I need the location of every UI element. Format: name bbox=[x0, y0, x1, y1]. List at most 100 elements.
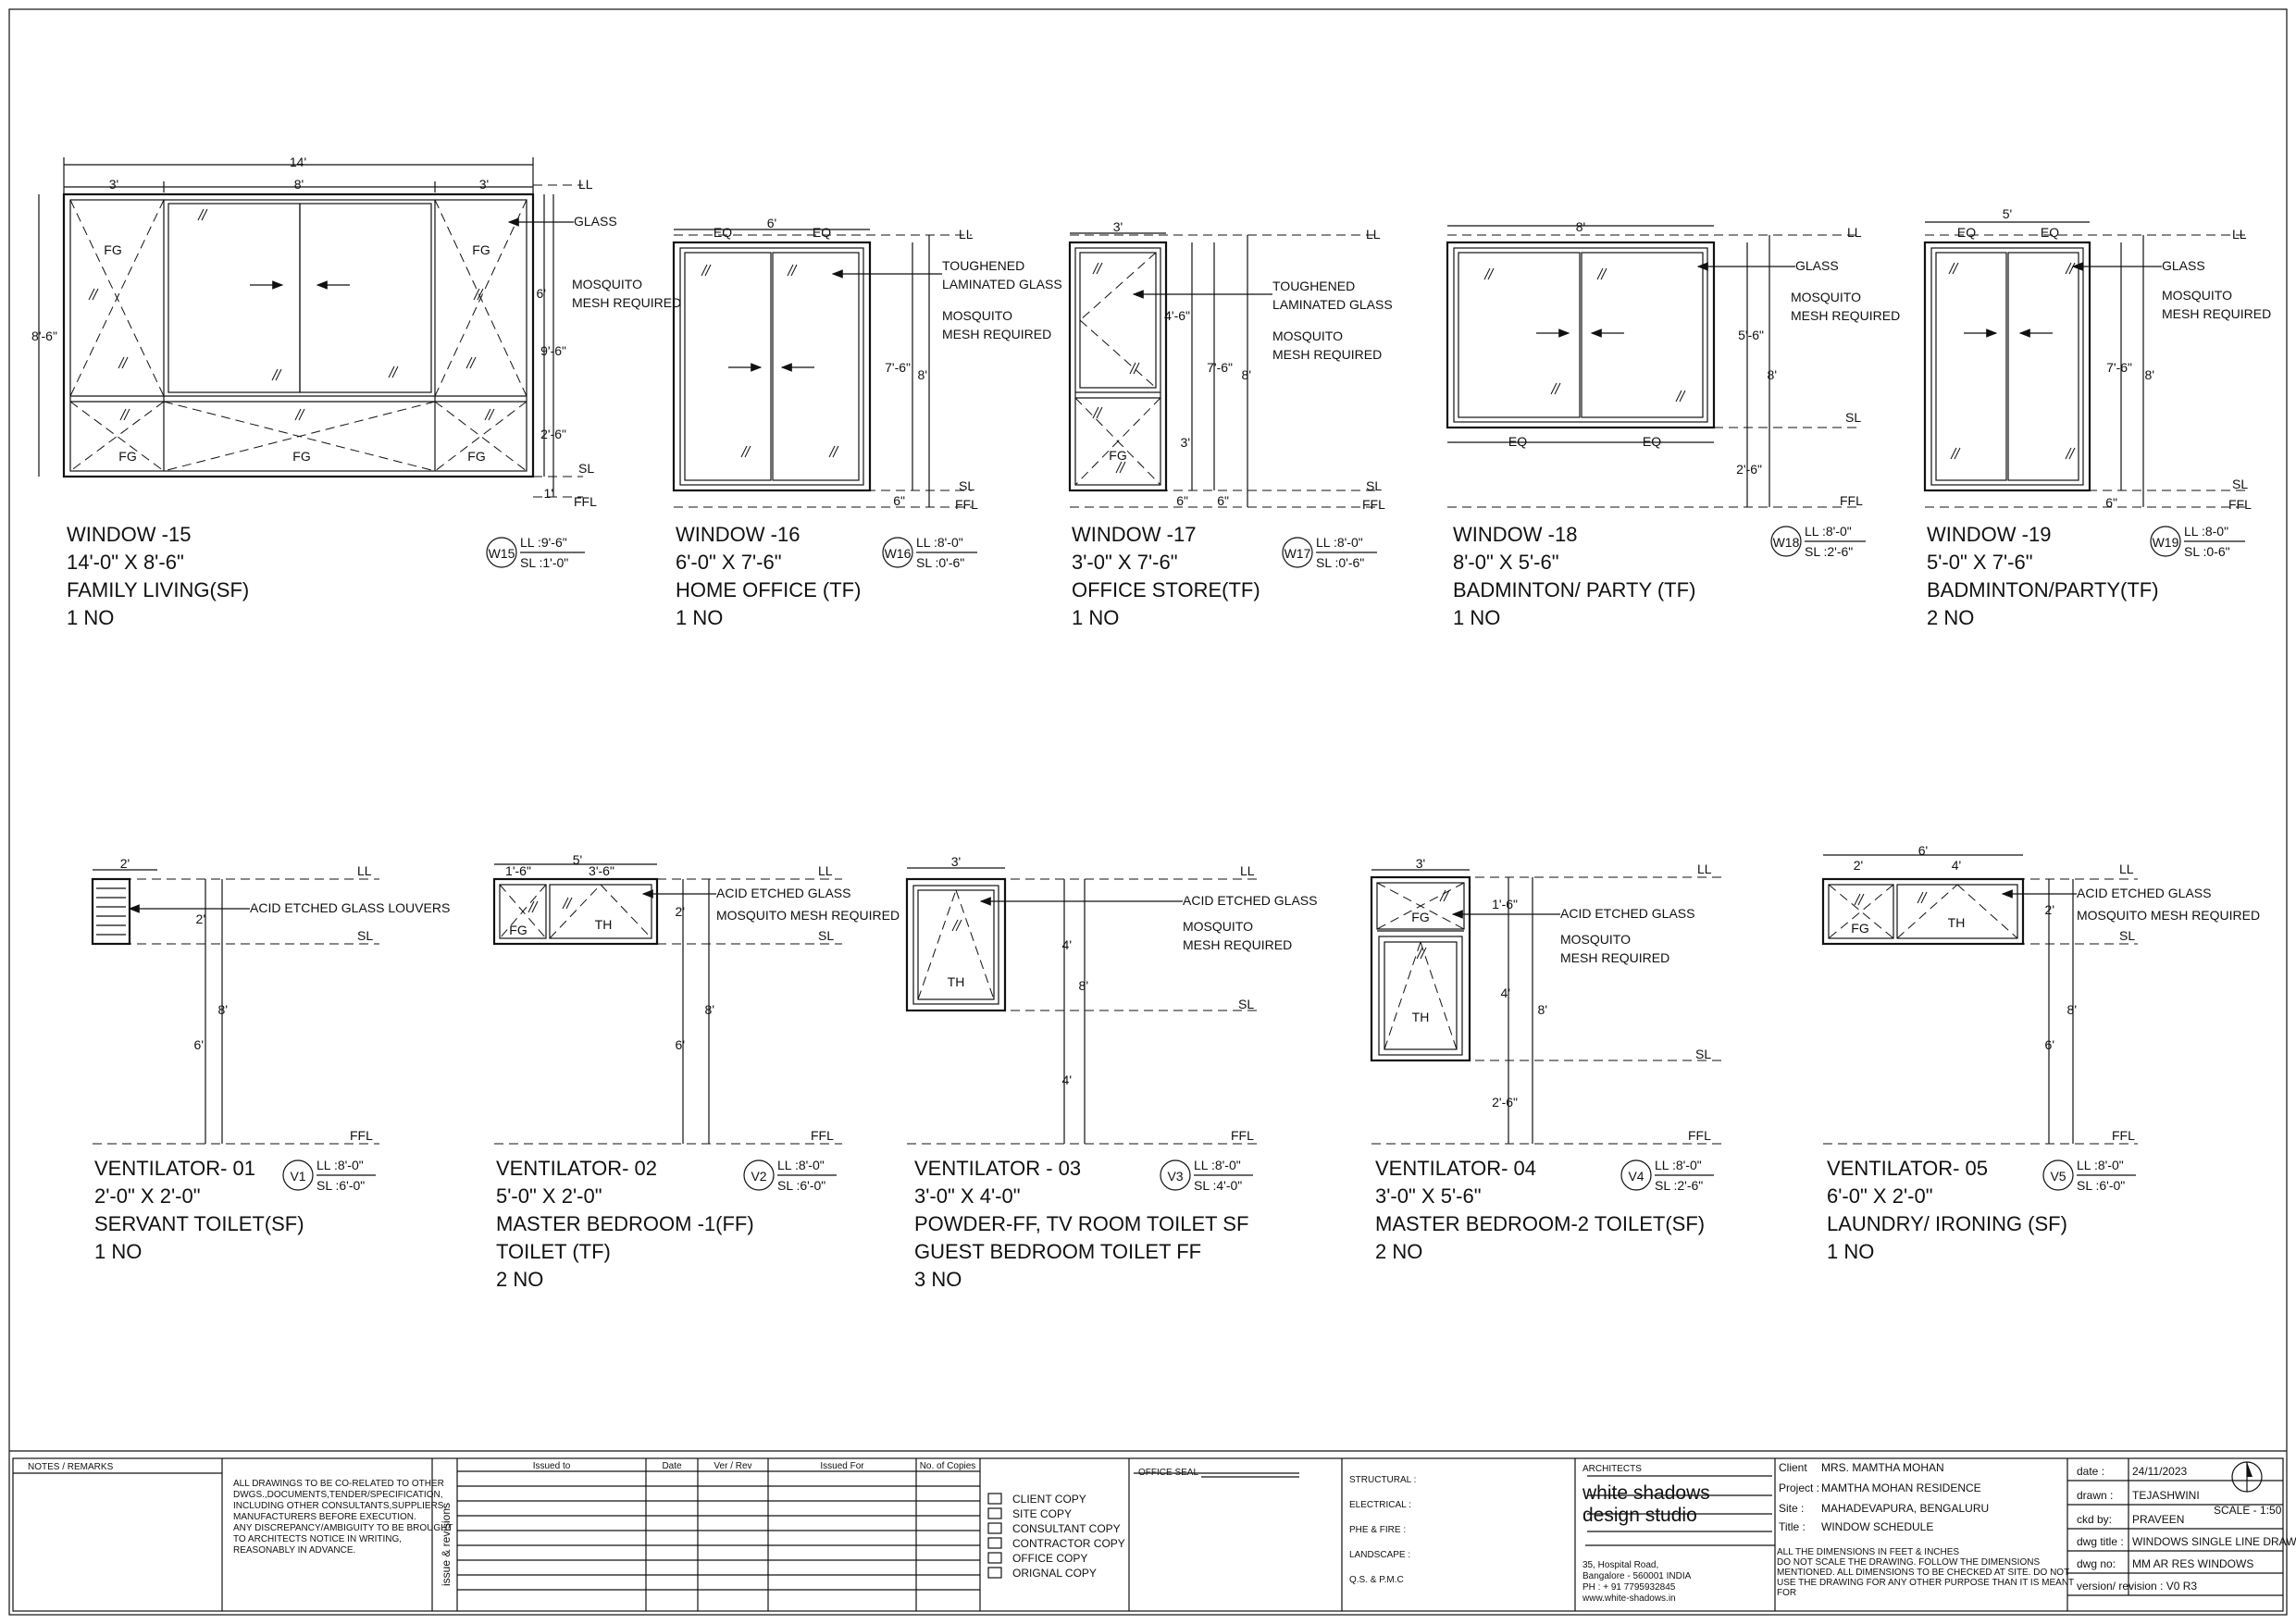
svg-text:SL :0'-6": SL :0'-6" bbox=[1316, 555, 1364, 570]
svg-text:FG: FG bbox=[1109, 448, 1126, 463]
checkbox[interactable] bbox=[987, 1522, 1002, 1534]
svg-text:LL :8'-0": LL :8'-0" bbox=[316, 1158, 364, 1172]
checkbox[interactable] bbox=[987, 1567, 1002, 1579]
svg-text:Project :: Project : bbox=[1779, 1481, 1819, 1494]
svg-text:ACID ETCHED GLASS LOUVERS: ACID ETCHED GLASS LOUVERS bbox=[250, 900, 450, 915]
svg-text:SL: SL bbox=[2119, 928, 2135, 943]
svg-text:TEJASHWINI: TEJASHWINI bbox=[2132, 1489, 2200, 1502]
issue-label: issue & revisions bbox=[440, 1503, 453, 1586]
svg-text:4': 4' bbox=[1062, 937, 1072, 952]
svg-text:FG: FG bbox=[292, 449, 310, 464]
svg-text:VENTILATOR- 02: VENTILATOR- 02 bbox=[496, 1157, 657, 1180]
checkbox[interactable] bbox=[987, 1537, 1002, 1549]
svg-text:EQ: EQ bbox=[2041, 225, 2059, 240]
svg-text:6'-0" X 2'-0": 6'-0" X 2'-0" bbox=[1827, 1184, 1933, 1208]
svg-text:VENTILATOR - 03: VENTILATOR - 03 bbox=[914, 1157, 1081, 1180]
svg-text:9'-6": 9'-6" bbox=[540, 343, 566, 358]
svg-text:GUEST BEDROOM TOILET FF: GUEST BEDROOM TOILET FF bbox=[914, 1240, 1201, 1263]
svg-text:SL: SL bbox=[357, 928, 373, 943]
svg-text:4': 4' bbox=[1062, 1072, 1072, 1087]
svg-text:FFL: FFL bbox=[2112, 1128, 2135, 1143]
svg-text:6': 6' bbox=[2045, 1037, 2054, 1052]
svg-text:7'-6": 7'-6" bbox=[2106, 360, 2132, 375]
svg-text:1 NO: 1 NO bbox=[94, 1240, 142, 1263]
svg-text:MOSQUITO MESH REQUIRED: MOSQUITO MESH REQUIRED bbox=[716, 908, 900, 923]
svg-text:2': 2' bbox=[120, 856, 130, 871]
svg-text:ELECTRICAL :: ELECTRICAL : bbox=[1349, 1500, 1411, 1510]
svg-text:SL :1'-0": SL :1'-0" bbox=[520, 555, 568, 570]
svg-text:6": 6" bbox=[2105, 495, 2117, 510]
sheet-border bbox=[8, 8, 2288, 1616]
checkbox[interactable] bbox=[987, 1507, 1002, 1519]
ventilator-05-drawing: 6' 2' 4' LL FG TH SL FFL 2' 8' 6' ACID E… bbox=[1821, 843, 2260, 1145]
svg-text:LL :8'-0": LL :8'-0" bbox=[777, 1158, 825, 1172]
checkbox[interactable] bbox=[987, 1493, 1002, 1505]
svg-text:8': 8' bbox=[1538, 1002, 1547, 1017]
svg-text:TOUGHENED: TOUGHENED bbox=[1272, 279, 1355, 293]
svg-text:POWDER-FF, TV ROOM TOILET SF: POWDER-FF, TV ROOM TOILET SF bbox=[914, 1212, 1248, 1235]
svg-text:MESH REQUIRED: MESH REQUIRED bbox=[1272, 347, 1382, 362]
svg-text:LL: LL bbox=[578, 177, 593, 192]
svg-text:1 NO: 1 NO bbox=[676, 606, 723, 629]
svg-text:V5: V5 bbox=[2050, 1169, 2066, 1184]
svg-text:4': 4' bbox=[1952, 858, 1961, 873]
svg-text:3': 3' bbox=[951, 854, 961, 869]
svg-text:5'-0" X 7'-6": 5'-0" X 7'-6" bbox=[1927, 551, 2033, 574]
window-19-drawing: 5' EQ EQ LL SL FFL 7'-6" 8' 6" GLASS MOS… bbox=[1923, 206, 2271, 512]
svg-text:FFL: FFL bbox=[1362, 497, 1385, 512]
svg-text:ALL DRAWINGS TO BE CO-RELATED: ALL DRAWINGS TO BE CO-RELATED TO OTHER bbox=[233, 1479, 444, 1489]
window-15-drawing: 14' 3' 8' 3' FG FG FG FG FG 8'-6" LL SL … bbox=[31, 155, 681, 509]
svg-text:SL :6'-0": SL :6'-0" bbox=[316, 1178, 365, 1193]
svg-text:1 NO: 1 NO bbox=[1453, 606, 1500, 629]
firm-logo-line1: white shadows bbox=[1582, 1482, 1710, 1504]
svg-text:FFL: FFL bbox=[1688, 1128, 1711, 1143]
svg-text:2': 2' bbox=[676, 904, 685, 919]
svg-text:MOSQUITO: MOSQUITO bbox=[1791, 290, 1861, 304]
svg-text:MESH REQUIRED: MESH REQUIRED bbox=[1791, 308, 1900, 323]
svg-text:8': 8' bbox=[1768, 367, 1777, 382]
svg-text:OFFICE STORE(TF): OFFICE STORE(TF) bbox=[1072, 578, 1260, 601]
svg-text:TH: TH bbox=[1412, 1010, 1430, 1024]
svg-text:FFL: FFL bbox=[1840, 493, 1863, 508]
svg-text:LL: LL bbox=[2232, 227, 2247, 242]
svg-text:dwg title :: dwg title : bbox=[2077, 1535, 2124, 1548]
svg-text:TH: TH bbox=[595, 917, 613, 932]
dim: 3' bbox=[479, 177, 489, 192]
svg-text:6": 6" bbox=[1176, 493, 1188, 508]
svg-text:SL: SL bbox=[959, 478, 974, 493]
checkbox[interactable] bbox=[987, 1552, 1002, 1564]
svg-text:5': 5' bbox=[573, 852, 582, 867]
svg-text:8': 8' bbox=[1242, 367, 1251, 382]
svg-text:5'-6": 5'-6" bbox=[1738, 328, 1764, 342]
svg-text:MOSQUITO: MOSQUITO bbox=[1272, 329, 1343, 343]
ventilator-04-drawing: 3' LL FG TH SL FFL 1'-6" 4' 8' 2'-6" ACI… bbox=[1370, 856, 1721, 1145]
svg-text:LL: LL bbox=[1240, 863, 1255, 878]
svg-text:USE THE DRAWING FOR ANY OTHER: USE THE DRAWING FOR ANY OTHER PURPOSE TH… bbox=[1777, 1578, 2074, 1588]
svg-text:2 NO: 2 NO bbox=[1927, 606, 1974, 629]
svg-text:OFFICE COPY: OFFICE COPY bbox=[1012, 1552, 1087, 1565]
svg-text:FG: FG bbox=[104, 242, 121, 257]
svg-text:LL: LL bbox=[818, 863, 833, 878]
svg-text:LL: LL bbox=[1847, 225, 1862, 240]
svg-text:ACID ETCHED GLASS: ACID ETCHED GLASS bbox=[1183, 893, 1317, 908]
svg-text:SL :0'-6": SL :0'-6" bbox=[916, 555, 964, 570]
svg-text:ckd by:: ckd by: bbox=[2077, 1513, 2112, 1526]
svg-text:V3: V3 bbox=[1167, 1169, 1183, 1184]
svg-text:LL :8'-0": LL :8'-0" bbox=[916, 535, 963, 550]
svg-text:CONSULTANT COPY: CONSULTANT COPY bbox=[1012, 1522, 1121, 1535]
svg-text:MENTIONED. ALL DIMENSIONS TO B: MENTIONED. ALL DIMENSIONS TO BE CHECKED … bbox=[1777, 1568, 2069, 1578]
svg-text:SERVANT TOILET(SF): SERVANT TOILET(SF) bbox=[94, 1212, 304, 1235]
svg-text:2': 2' bbox=[1854, 858, 1863, 873]
svg-text:6': 6' bbox=[676, 1037, 685, 1052]
svg-text:LL :8'-0": LL :8'-0" bbox=[2077, 1158, 2124, 1172]
svg-text:STRUCTURAL :: STRUCTURAL : bbox=[1349, 1475, 1416, 1485]
svg-text:Site :: Site : bbox=[1779, 1502, 1804, 1515]
svg-text:ACID ETCHED GLASS: ACID ETCHED GLASS bbox=[716, 886, 850, 900]
window-18-drawing: 8' LL SL EQ EQ FFL 5'-6" 8' 2'-6" GLASS … bbox=[1446, 219, 1900, 508]
svg-text:8': 8' bbox=[218, 1002, 228, 1017]
svg-text:FFL: FFL bbox=[574, 494, 597, 509]
svg-text:PH : + 91 7795932845: PH : + 91 7795932845 bbox=[1582, 1582, 1676, 1593]
svg-text:MASTER BEDROOM -1(FF): MASTER BEDROOM -1(FF) bbox=[496, 1212, 754, 1235]
svg-text:LL: LL bbox=[1366, 227, 1381, 242]
